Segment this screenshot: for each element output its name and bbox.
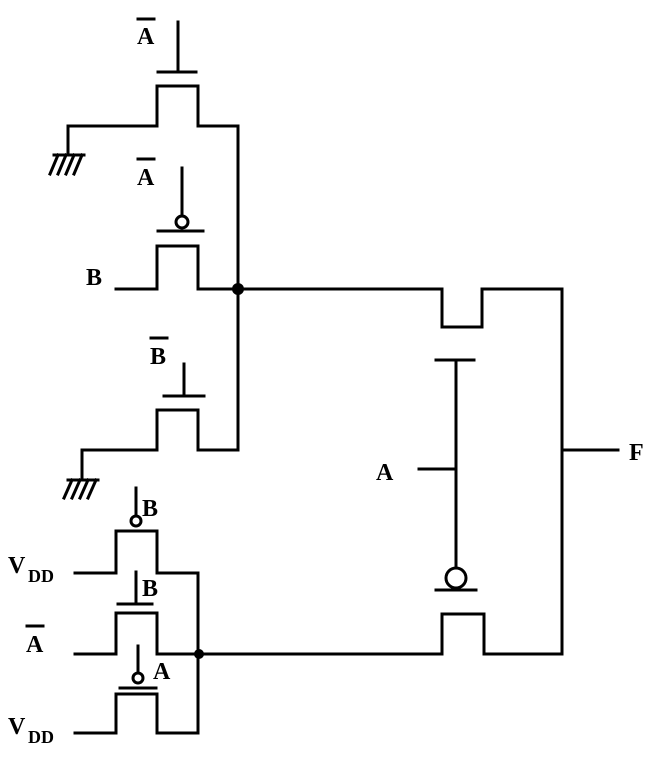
vdd-label-top: V bbox=[8, 553, 26, 579]
t3-channel bbox=[80, 124, 240, 452]
transistor-t6 bbox=[73, 644, 200, 735]
t5-input-label: A bbox=[26, 632, 44, 658]
transistor-t1 bbox=[66, 20, 240, 128]
t2-bubble-icon bbox=[174, 214, 190, 230]
output-label: F bbox=[629, 440, 644, 466]
t4-bubble-icon bbox=[129, 514, 143, 528]
t1-gate-label: A bbox=[137, 24, 155, 50]
ground-icon bbox=[48, 124, 86, 176]
vdd-sub-top: DD bbox=[28, 566, 54, 586]
t1-channel bbox=[66, 84, 240, 128]
t5-channel bbox=[73, 611, 200, 656]
tg-gate-label: A bbox=[376, 460, 394, 486]
tg-channels bbox=[198, 287, 564, 656]
vdd-sub-bottom: DD bbox=[28, 727, 54, 747]
t2-channel bbox=[114, 244, 240, 291]
transistor-t4 bbox=[73, 486, 200, 656]
t6-gate-label: A bbox=[153, 659, 171, 685]
t4-channel bbox=[73, 529, 200, 656]
ground-icon bbox=[62, 448, 100, 500]
t4-gate-label: B bbox=[142, 496, 158, 522]
t6-channel bbox=[73, 652, 200, 735]
vdd-label-bottom: V bbox=[8, 714, 26, 740]
t6-bubble-icon bbox=[131, 671, 145, 685]
transistor-t3 bbox=[80, 124, 240, 452]
transmission-gate bbox=[198, 287, 564, 656]
tg-pmos-bubble-icon bbox=[444, 566, 468, 590]
t3-gate-label: B bbox=[150, 344, 166, 370]
transistor-t2 bbox=[114, 166, 240, 291]
t2-input-label: B bbox=[86, 265, 102, 291]
t2-gate-label: A bbox=[137, 165, 155, 191]
t5-gate-label: B bbox=[142, 576, 158, 602]
transistor-t5 bbox=[73, 570, 200, 656]
junction-node bbox=[194, 649, 204, 659]
